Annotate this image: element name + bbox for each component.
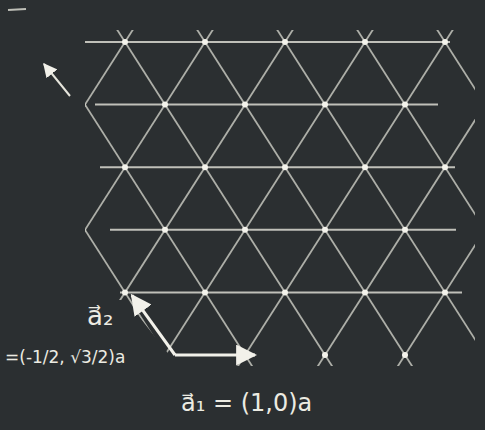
lattice-diagonal bbox=[85, 0, 405, 430]
lattice-diagonal bbox=[405, 0, 485, 430]
lattice-diagonal bbox=[245, 0, 485, 430]
lattice-diagonal bbox=[405, 0, 485, 430]
basis-vector bbox=[175, 354, 255, 357]
lattice-point bbox=[242, 102, 248, 108]
lattice-point bbox=[282, 39, 288, 45]
lattice-point bbox=[202, 39, 208, 45]
label-holder: a⃗₂ bbox=[84, 300, 116, 333]
lattice-point bbox=[442, 164, 448, 170]
pointer-arrow bbox=[44, 64, 70, 96]
lattice-diagonal bbox=[85, 0, 405, 430]
lattice-point bbox=[322, 227, 328, 233]
lattice-diagonal bbox=[325, 0, 485, 430]
lattice-point bbox=[402, 352, 408, 358]
vector-label: a⃗₂ bbox=[84, 300, 116, 333]
lattice-diagonal bbox=[165, 0, 485, 430]
lattice-point bbox=[362, 39, 368, 45]
lattice-point bbox=[402, 227, 408, 233]
vector-label: =(-1/2, √3/2)a bbox=[2, 346, 128, 368]
lattice-point bbox=[282, 289, 288, 295]
lattice-row bbox=[100, 166, 455, 168]
lattice-point bbox=[122, 164, 128, 170]
lattice-point bbox=[122, 289, 128, 295]
chalk-stroke bbox=[8, 9, 26, 10]
basis-vector bbox=[132, 295, 175, 355]
lattice-point bbox=[362, 164, 368, 170]
lattice-point bbox=[202, 164, 208, 170]
lattice-point bbox=[122, 39, 128, 45]
lattice-diagonal bbox=[0, 0, 165, 430]
label-holder: =(-1/2, √3/2)a bbox=[2, 346, 128, 368]
lattice-point bbox=[402, 102, 408, 108]
lattice-row bbox=[95, 104, 438, 106]
lattice-point bbox=[202, 289, 208, 295]
label-holder: a⃗₁ = (1,0)a bbox=[178, 388, 315, 419]
lattice-point bbox=[322, 352, 328, 358]
lattice-point bbox=[322, 102, 328, 108]
vector-label: a⃗₁ = (1,0)a bbox=[178, 388, 315, 419]
lattice-diagonal bbox=[0, 0, 245, 430]
lattice-point bbox=[442, 289, 448, 295]
lattice-point bbox=[162, 102, 168, 108]
lattice-row bbox=[85, 41, 450, 43]
lattice-point bbox=[362, 289, 368, 295]
lattice-point bbox=[442, 39, 448, 45]
lattice-diagonal bbox=[325, 0, 485, 430]
lattice-diagonal bbox=[245, 0, 485, 430]
lattice-diagonal bbox=[165, 0, 485, 430]
lattice-row bbox=[120, 291, 462, 293]
lattice-diagonal bbox=[0, 0, 245, 430]
lattice-point bbox=[242, 227, 248, 233]
lattice-point bbox=[282, 164, 288, 170]
lattice-point bbox=[162, 227, 168, 233]
